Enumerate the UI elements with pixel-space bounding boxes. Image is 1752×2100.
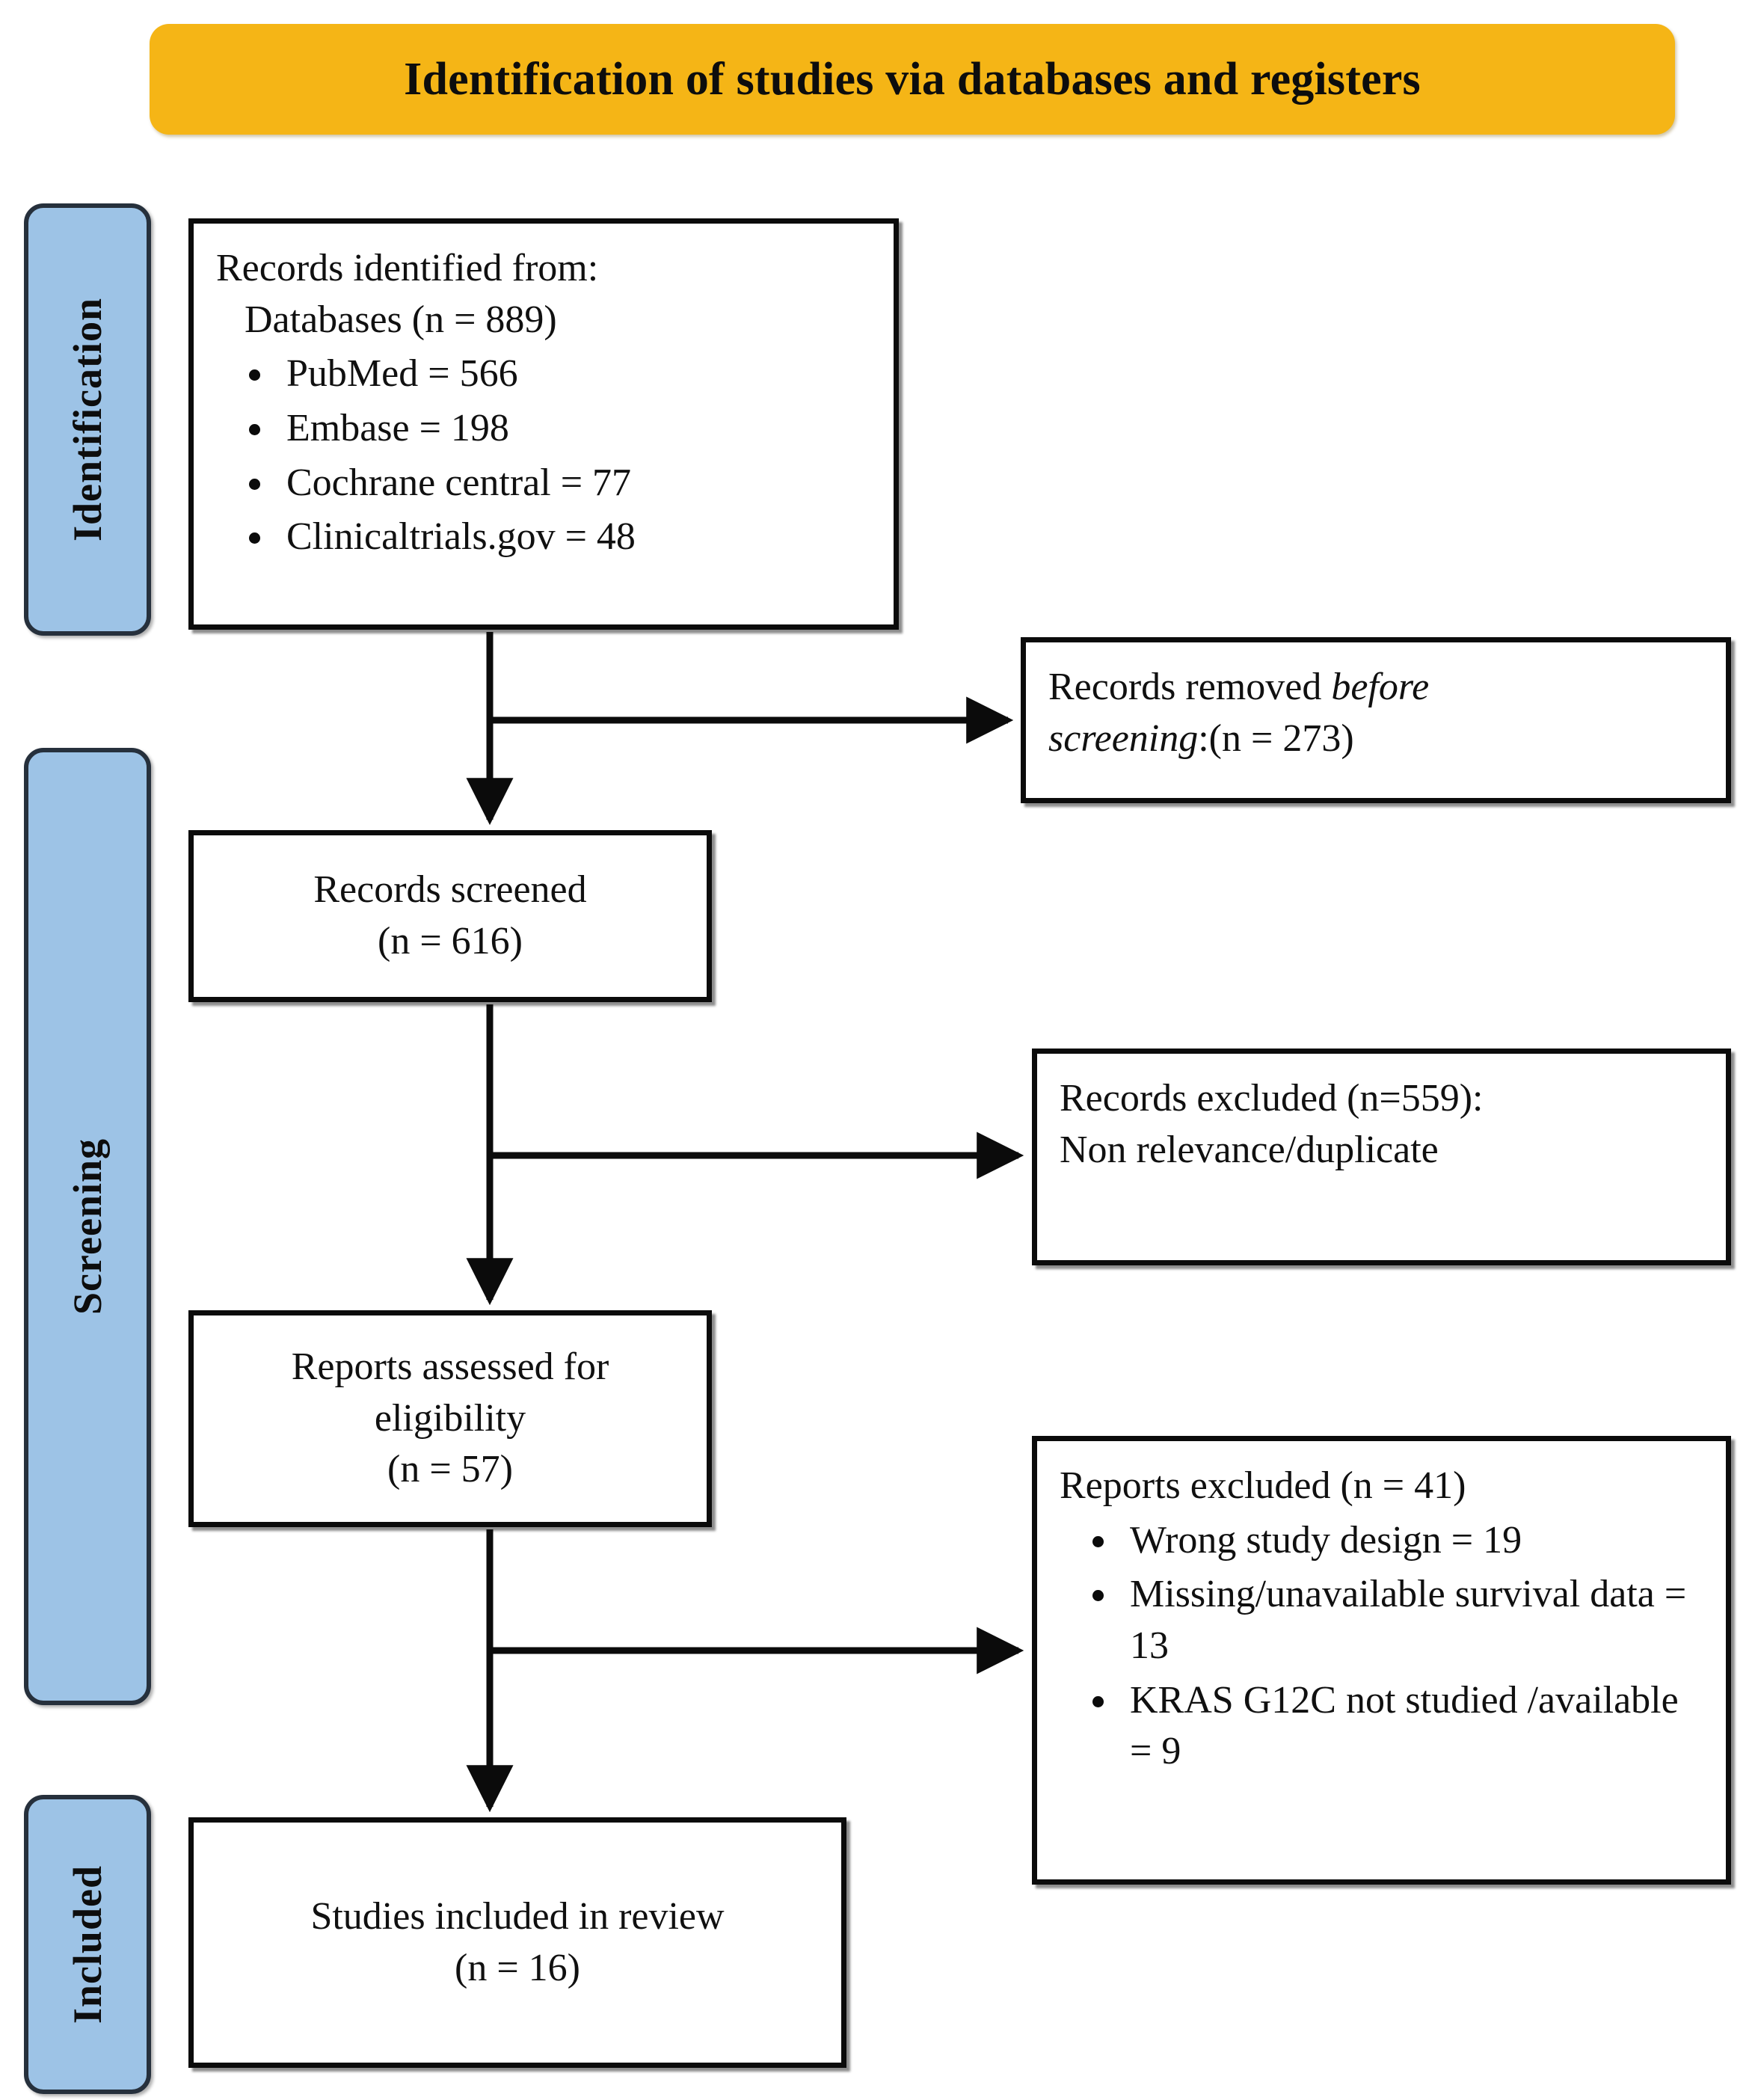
box-reports-excluded: Reports excluded (n = 41) Wrong study de… [1032,1436,1731,1885]
list-item: Wrong study design = 19 [1060,1515,1703,1567]
list-item: Clinicaltrials.gov = 48 [216,512,871,563]
box-records-excluded: Records excluded (n=559): Non relevance/… [1032,1049,1731,1265]
list-item: Embase = 198 [216,403,871,455]
stage-label-included: Included [65,1864,110,2024]
reports-assessed-label-1: Reports assessed for [291,1345,609,1389]
stage-bar-screening: Screening [24,748,151,1705]
list-item: PubMed = 566 [216,349,871,400]
studies-included-label: Studies included in review [310,1894,725,1938]
reports-excluded-bullet-list: Wrong study design = 19 Missing/unavaila… [1060,1515,1703,1778]
records-screened-count: (n = 616) [378,920,523,962]
stage-label-screening: Screening [65,1138,110,1315]
stage-bar-identification: Identification [24,203,151,636]
records-removed-line-2: screening:(n = 273) [1048,713,1703,765]
records-excluded-reason: Non relevance/duplicate [1060,1128,1439,1171]
reports-assessed-label-2: eligibility [374,1396,526,1440]
records-excluded-heading: Records excluded (n=559): [1060,1077,1484,1120]
records-removed-prefix: Records removed [1048,666,1332,708]
list-item: Cochrane central = 77 [216,458,871,509]
records-removed-italic-screening: screening [1048,716,1199,760]
records-removed-count: :(n = 273) [1198,716,1354,760]
box-reports-assessed-for-eligibility: Reports assessed for eligibility (n = 57… [188,1310,712,1527]
stage-bar-included: Included [24,1795,151,2094]
reports-excluded-heading: Reports excluded (n = 41) [1060,1464,1466,1507]
records-identified-heading: Records identified from: [216,247,599,289]
records-removed-italic-before: before [1331,666,1430,708]
box-studies-included-in-review: Studies included in review (n = 16) [188,1817,846,2068]
page-title: Identification of studies via databases … [404,53,1421,105]
list-item: Missing/unavailable survival data = 13 [1060,1569,1703,1671]
reports-assessed-count: (n = 57) [387,1448,513,1491]
list-item: KRAS G12C not studied /available = 9 [1060,1675,1703,1778]
records-removed-line-1: Records removed before [1048,662,1703,713]
studies-included-count: (n = 16) [455,1946,580,1989]
records-screened-label: Records screened [313,868,587,912]
box-records-screened: Records screened (n = 616) [188,830,712,1002]
box-records-removed-before-screening: Records removed before screening:(n = 27… [1021,637,1731,803]
records-identified-bullet-list: PubMed = 566 Embase = 198 Cochrane centr… [216,349,871,563]
stage-label-identification: Identification [65,297,110,541]
records-identified-subheading: Databases (n = 889) [245,298,557,341]
box-records-identified: Records identified from: Databases (n = … [188,218,899,630]
diagram-title-banner: Identification of studies via databases … [150,24,1675,135]
